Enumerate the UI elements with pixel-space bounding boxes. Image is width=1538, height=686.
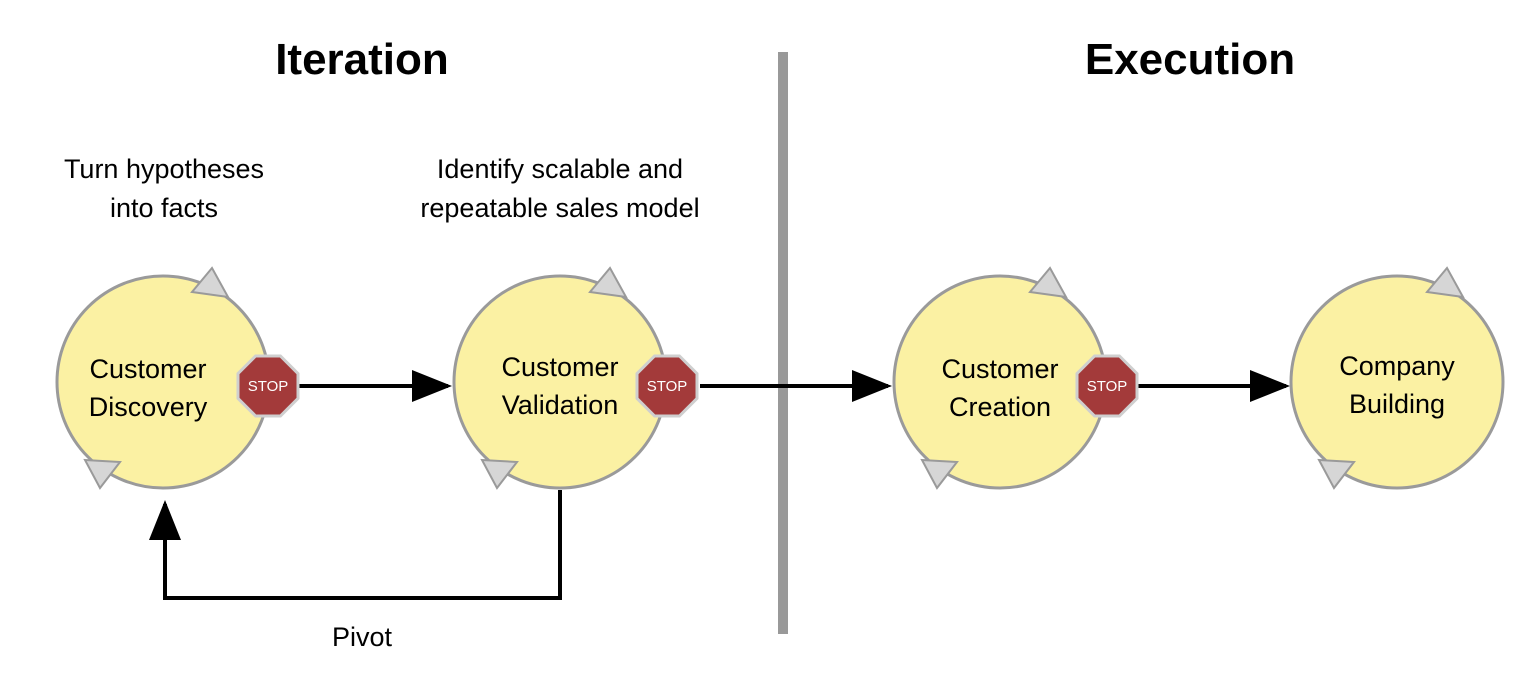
cycle-arrow-icon (480, 458, 519, 490)
stop-sign-label: STOP (647, 378, 688, 395)
customer-discovery-label-line-2: Discovery (89, 392, 208, 422)
customer-discovery-node: Customer Discovery (55, 266, 271, 490)
stop-sign-validation: STOP (635, 354, 699, 418)
stop-sign-label: STOP (248, 378, 289, 395)
validation-description-line-2: repeatable sales model (420, 193, 699, 223)
customer-discovery-label-line-1: Customer (89, 354, 206, 384)
stop-sign-icon (236, 354, 300, 418)
company-building-circle (1289, 274, 1505, 490)
stop-sign-discovery: STOP (236, 354, 300, 418)
stop-sign-icon (635, 354, 699, 418)
pivot-loop-arrow (149, 490, 562, 600)
customer-validation-label-line-1: Customer (501, 352, 618, 382)
validation-description-line-1: Identify scalable and (437, 154, 683, 184)
customer-creation-node: Customer Creation (892, 266, 1108, 490)
customer-validation-label-line-2: Validation (502, 390, 619, 420)
cycle-arrow-icon (1317, 458, 1356, 490)
iteration-heading: Iteration (275, 35, 449, 84)
cycle-arrow-icon (190, 266, 230, 299)
pivot-label: Pivot (332, 622, 393, 652)
customer-creation-label-line-1: Customer (941, 354, 1058, 384)
customer-validation-circle (452, 274, 668, 490)
discovery-description-line-2: into facts (110, 193, 218, 223)
customer-validation-node: Customer Validation (452, 266, 668, 490)
stop-sign-creation: STOP (1075, 354, 1139, 418)
company-building-label-line-1: Company (1339, 351, 1455, 381)
cycle-arrow-icon (83, 458, 122, 490)
cycle-arrow-icon (1425, 266, 1465, 299)
cycle-arrow-icon (1028, 266, 1068, 299)
customer-creation-label-line-2: Creation (949, 392, 1051, 422)
cycle-arrow-icon (920, 458, 959, 490)
stop-sign-icon (1075, 354, 1139, 418)
execution-heading: Execution (1085, 35, 1295, 84)
cycle-arrow-icon (588, 266, 628, 299)
stop-sign-label: STOP (1087, 378, 1128, 395)
company-building-node: Company Building (1289, 266, 1505, 490)
company-building-label-line-2: Building (1349, 389, 1445, 419)
discovery-description-line-1: Turn hypotheses (64, 154, 264, 184)
